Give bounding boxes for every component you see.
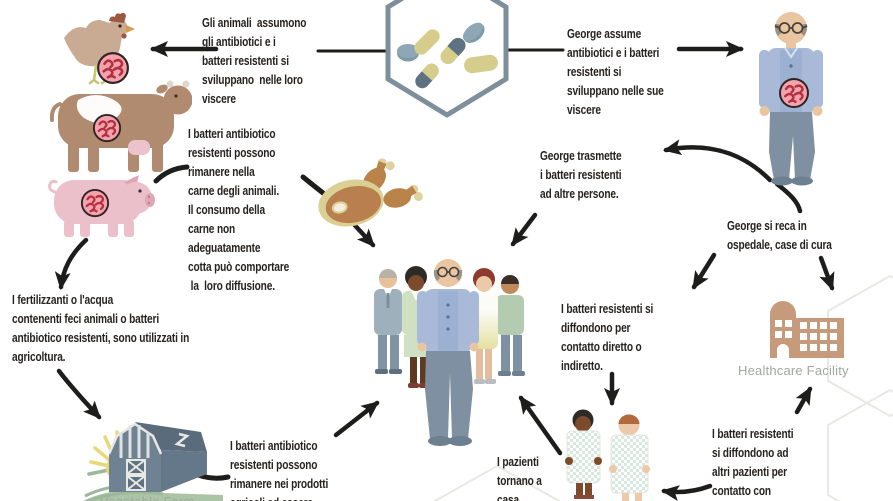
george-glasses: [774, 22, 808, 34]
text-direct-contact: I batteri resistenti si diffondono per c…: [561, 301, 654, 373]
vegetable-farm-label: Vegetable Farm: [100, 494, 195, 501]
cow-tail: [49, 102, 62, 122]
barn-right-wall: [161, 450, 207, 492]
text-bacteria-in-produce: I batteri antibiotico resistenti possono…: [230, 438, 329, 501]
arrow-produce-text-to-community: [333, 400, 380, 438]
connector-george-to-hospital-text: [774, 181, 803, 214]
cow-head: [163, 85, 192, 115]
pills: [397, 22, 498, 89]
chicken-icon: [64, 12, 135, 85]
steak: [318, 179, 384, 227]
cow-legs: [68, 142, 163, 172]
healthcare-facility-icon: [770, 301, 844, 358]
vegetable-farm-icon: [83, 422, 223, 501]
text-patients-return-home: I pazienti tornano a casa: [497, 454, 542, 501]
door: [777, 344, 789, 358]
pig-eye: [138, 189, 142, 193]
chicken-comb: [109, 12, 126, 23]
swoosh-animals-to-meat-text: [153, 164, 190, 184]
george-pants: [769, 112, 815, 180]
arrow-patients-to-community: [518, 395, 563, 456]
cow-ear: [156, 84, 168, 94]
arrow-transmit-text-to-community: [510, 212, 538, 247]
person-george-front: [417, 259, 479, 446]
cow-icon: [49, 80, 192, 172]
meat-icon: [318, 158, 423, 227]
text-george-takes-antibiotics: George assume antibiotici e i batteri re…: [567, 26, 664, 117]
george-shoe: [771, 176, 793, 186]
antibiotics-pills-icon: [385, 0, 509, 118]
text-animals-take-antibiotics: Gli animali assumono gli antibiotici e i…: [202, 15, 307, 106]
pig-icon: [48, 175, 155, 237]
patient-man: [609, 414, 650, 501]
patients-icon: [565, 409, 650, 501]
george-icon: [759, 12, 823, 186]
arrow-hospital-text-to-contact-text: [691, 252, 717, 290]
pig-tail: [48, 179, 58, 194]
barn-roof-side: [135, 422, 207, 452]
gut-bacteria-icon: [92, 113, 122, 143]
gut-bacteria-icon: [80, 188, 110, 218]
person-suit-man: [374, 269, 402, 374]
text-bacteria-in-meat: I batteri antibiotico resistenti possono…: [188, 126, 290, 293]
cow-eye: [174, 94, 178, 98]
chicken-wattle: [121, 33, 127, 39]
cow-udder: [128, 140, 150, 155]
patient-woman: [565, 409, 602, 499]
arrow-fertilizer-text-to-farm: [56, 368, 102, 420]
chicken-eye: [118, 24, 122, 28]
healthcare-facility-label: Healthcare Facility: [738, 363, 849, 378]
george-shoe: [791, 176, 813, 186]
drumstick: [383, 184, 423, 208]
cow-horn: [166, 80, 174, 88]
text-fertilizer: I fertilizzanti o l'acqua contenenti fec…: [12, 292, 190, 364]
swoosh-meat-text-to-meat: [300, 174, 326, 196]
pig-snout: [145, 193, 155, 207]
pig-head: [120, 182, 152, 214]
arrow-george-to-transmit-text: [663, 139, 773, 183]
faint-hexagon: [827, 274, 893, 418]
gut-bacteria-icon: [778, 77, 810, 109]
text-george-goes-hospital: George si reca in ospedale, case di cura: [727, 218, 832, 252]
person-green-shirt-man: [496, 275, 525, 376]
windows: [775, 320, 837, 351]
arrow-spread-text-to-patients: [661, 483, 713, 501]
barn-doors: [126, 459, 146, 491]
barn-stripes: [119, 425, 150, 458]
community-group-icon: [374, 259, 525, 446]
text-george-transmits: George trasmette i batteri resistenti ad…: [540, 148, 622, 201]
cow-horn: [182, 80, 190, 88]
text-spread-to-patients: I batteri resistenti si diffondono ad al…: [712, 426, 794, 498]
arrow-spread-text-to-facility: [794, 386, 813, 415]
arrow-hospital-text-to-facility: [818, 255, 835, 291]
chicken-beak: [126, 25, 135, 33]
faint-hexagon: [827, 388, 893, 501]
pig-legs: [64, 220, 134, 237]
arrow-pig-to-fertilizer-text: [54, 237, 89, 290]
